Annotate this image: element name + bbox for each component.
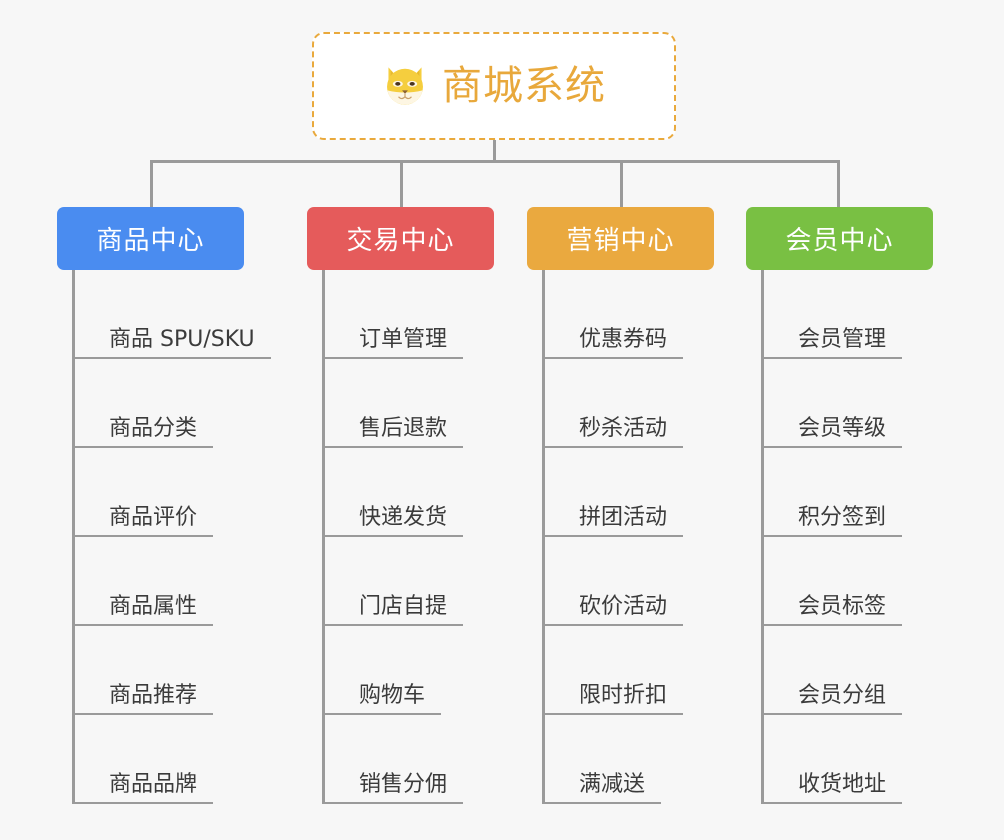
category-items-4: 会员管理 会员等级 积分签到 会员标签 会员分组 收货地址 xyxy=(761,270,933,804)
category-items-2: 订单管理 售后退款 快递发货 门店自提 购物车 销售分佣 xyxy=(322,270,494,804)
category-header-label: 商品中心 xyxy=(96,226,205,256)
list-item[interactable]: 秒杀活动 xyxy=(545,359,714,448)
list-item-label: 砍价活动 xyxy=(545,594,684,626)
connector-drop-2 xyxy=(400,160,403,207)
category-column-1: 商品中心 商品 SPU/SKU 商品分类 商品评价 商品属性 商品推荐 商品品牌 xyxy=(57,207,271,804)
list-item-label: 快递发货 xyxy=(325,505,464,537)
category-header-label: 交易中心 xyxy=(346,226,455,256)
root-node[interactable]: 商城系统 xyxy=(312,32,676,140)
connector-drop-1 xyxy=(150,160,153,207)
category-header-4[interactable]: 会员中心 xyxy=(746,207,933,270)
category-column-4: 会员中心 会员管理 会员等级 积分签到 会员标签 会员分组 收货地址 xyxy=(746,207,933,804)
list-item-label: 积分签到 xyxy=(764,505,903,537)
list-item-label: 商品分类 xyxy=(75,416,214,448)
list-item[interactable]: 会员标签 xyxy=(764,537,933,626)
connector-horizontal-bus xyxy=(150,160,837,163)
list-item[interactable]: 销售分佣 xyxy=(325,715,494,804)
list-item-label: 会员管理 xyxy=(764,327,903,359)
connector-root-stem xyxy=(493,140,496,162)
list-item[interactable]: 商品评价 xyxy=(75,448,244,537)
category-column-2: 交易中心 订单管理 售后退款 快递发货 门店自提 购物车 销售分佣 xyxy=(307,207,494,804)
list-item[interactable]: 拼团活动 xyxy=(545,448,714,537)
list-item-label: 会员标签 xyxy=(764,594,903,626)
list-item[interactable]: 门店自提 xyxy=(325,537,494,626)
list-item[interactable]: 会员分组 xyxy=(764,626,933,715)
list-item[interactable]: 订单管理 xyxy=(325,270,494,359)
list-item[interactable]: 砍价活动 xyxy=(545,537,714,626)
list-item-label: 商品 SPU/SKU xyxy=(75,327,271,359)
shiba-dog-face-icon xyxy=(387,67,423,105)
list-item[interactable]: 满减送 xyxy=(545,715,714,804)
category-header-label: 营销中心 xyxy=(566,226,675,256)
connector-drop-4 xyxy=(837,160,840,207)
list-item-label: 订单管理 xyxy=(325,327,464,359)
category-header-1[interactable]: 商品中心 xyxy=(57,207,244,270)
list-item-label: 售后退款 xyxy=(325,416,464,448)
category-header-2[interactable]: 交易中心 xyxy=(307,207,494,270)
list-item-label: 满减送 xyxy=(545,772,662,804)
list-item-label: 商品品牌 xyxy=(75,772,214,804)
list-item[interactable]: 快递发货 xyxy=(325,448,494,537)
list-item[interactable]: 商品分类 xyxy=(75,359,244,448)
list-item[interactable]: 商品属性 xyxy=(75,537,244,626)
list-item-label: 限时折扣 xyxy=(545,683,684,715)
list-item-label: 商品评价 xyxy=(75,505,214,537)
category-items-1: 商品 SPU/SKU 商品分类 商品评价 商品属性 商品推荐 商品品牌 xyxy=(72,270,271,804)
list-item[interactable]: 商品 SPU/SKU xyxy=(75,270,271,359)
list-item[interactable]: 购物车 xyxy=(325,626,494,715)
list-item-label: 优惠券码 xyxy=(545,327,684,359)
list-item[interactable]: 会员等级 xyxy=(764,359,933,448)
category-header-3[interactable]: 营销中心 xyxy=(527,207,714,270)
list-item-label: 销售分佣 xyxy=(325,772,464,804)
category-header-label: 会员中心 xyxy=(785,226,894,256)
list-item[interactable]: 商品推荐 xyxy=(75,626,244,715)
list-item[interactable]: 优惠券码 xyxy=(545,270,714,359)
list-item-label: 拼团活动 xyxy=(545,505,684,537)
list-item-label: 商品推荐 xyxy=(75,683,214,715)
connector-drop-3 xyxy=(620,160,623,207)
category-column-3: 营销中心 优惠券码 秒杀活动 拼团活动 砍价活动 限时折扣 满减送 xyxy=(527,207,714,804)
list-item-label: 商品属性 xyxy=(75,594,214,626)
list-item[interactable]: 收货地址 xyxy=(764,715,933,804)
list-item[interactable]: 售后退款 xyxy=(325,359,494,448)
list-item-label: 会员等级 xyxy=(764,416,903,448)
list-item-label: 收货地址 xyxy=(764,772,903,804)
list-item-label: 购物车 xyxy=(325,683,442,715)
list-item[interactable]: 限时折扣 xyxy=(545,626,714,715)
list-item[interactable]: 商品品牌 xyxy=(75,715,244,804)
category-items-3: 优惠券码 秒杀活动 拼团活动 砍价活动 限时折扣 满减送 xyxy=(542,270,714,804)
list-item[interactable]: 积分签到 xyxy=(764,448,933,537)
list-item-label: 门店自提 xyxy=(325,594,464,626)
list-item-label: 会员分组 xyxy=(764,683,903,715)
list-item[interactable]: 会员管理 xyxy=(764,270,933,359)
root-title: 商城系统 xyxy=(442,63,606,109)
list-item-label: 秒杀活动 xyxy=(545,416,684,448)
